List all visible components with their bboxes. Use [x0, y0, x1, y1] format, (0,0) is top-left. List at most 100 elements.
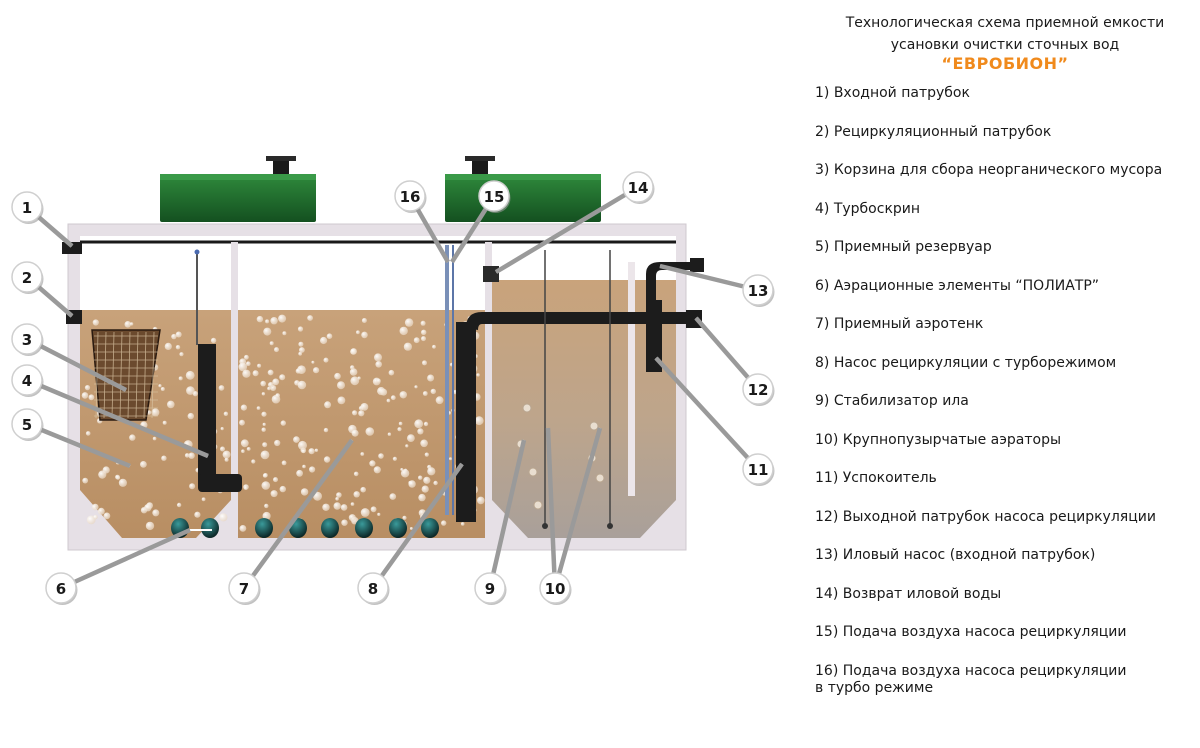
- callout-number: 12: [748, 381, 769, 399]
- legend-item: 12) Выходной патрубок насоса рециркуляци…: [815, 508, 1156, 525]
- bubble: [350, 502, 355, 506]
- callout-number: 1: [22, 199, 32, 217]
- bubble: [256, 315, 264, 323]
- leader-line: [242, 438, 354, 590]
- bubble: [81, 392, 89, 399]
- bubble: [414, 419, 424, 429]
- coarse-bubble: [522, 403, 532, 413]
- bubble: [373, 466, 381, 474]
- bubble: [124, 321, 132, 328]
- diagram-title-line-1: Технологическая схема приемной емкости: [845, 15, 1165, 31]
- legend-item: 14) Возврат иловой воды: [815, 585, 1002, 602]
- diagram-title-line-2: усановки очистки сточных вод: [890, 37, 1120, 53]
- bubble: [161, 455, 167, 461]
- bubble: [186, 386, 195, 395]
- aeration-element: [321, 518, 339, 538]
- callout-number: 7: [239, 580, 249, 598]
- recirculation-pump: [445, 245, 690, 522]
- bubble: [92, 503, 99, 511]
- bubble: [341, 519, 348, 526]
- sludge-pump: [646, 258, 704, 372]
- bubble: [350, 365, 355, 370]
- bubble: [103, 512, 111, 520]
- bubble: [84, 385, 91, 391]
- tank: [67, 223, 687, 551]
- callout-15: 15: [478, 180, 511, 213]
- bubble: [241, 449, 245, 454]
- bubble: [194, 511, 201, 518]
- bubble: [296, 469, 303, 477]
- bubble: [398, 421, 403, 426]
- callout-13: 13: [742, 274, 775, 307]
- bubble: [313, 367, 320, 374]
- bubble: [219, 513, 228, 522]
- sludge-return-fitting: [483, 266, 499, 282]
- fillet: [492, 500, 528, 538]
- bubble: [242, 369, 251, 378]
- bubble: [282, 331, 287, 336]
- bubble: [427, 467, 436, 476]
- bubble: [356, 330, 360, 335]
- bubble: [260, 450, 270, 460]
- bubble: [323, 427, 329, 433]
- bubble: [158, 384, 162, 388]
- bubble: [298, 440, 307, 450]
- bubble: [302, 464, 306, 469]
- bubble: [460, 522, 465, 526]
- bubble: [308, 448, 315, 455]
- legend-item: 13) Иловый насос (входной патрубок): [815, 547, 1096, 563]
- bubble: [357, 376, 361, 380]
- callout-number: 2: [22, 269, 32, 287]
- bubble: [389, 493, 397, 500]
- legend-item: 8) Насос рециркуляции с турборежимом: [815, 354, 1117, 371]
- bubble: [409, 527, 413, 530]
- callout-10: 10: [539, 572, 572, 605]
- bubble: [377, 387, 386, 396]
- bubble: [387, 432, 392, 436]
- callout-leaders-outline: [25, 185, 760, 591]
- bubble: [246, 361, 251, 367]
- bubble: [337, 396, 346, 405]
- legend-item: 4) Турбоскрин: [815, 200, 921, 217]
- callout-number: 9: [485, 580, 495, 598]
- bubble: [350, 348, 358, 355]
- bubble: [361, 331, 368, 339]
- bubble: [333, 502, 341, 510]
- callout-5: 5: [11, 408, 44, 441]
- bubble: [360, 452, 365, 456]
- bubble: [293, 436, 300, 443]
- bubble: [145, 521, 155, 531]
- callout-16: 16: [394, 180, 427, 213]
- bubble: [307, 315, 313, 321]
- bubble: [261, 392, 266, 396]
- aeration-element: [201, 518, 219, 538]
- callout-number: 15: [484, 188, 505, 206]
- bubble: [140, 461, 147, 468]
- callout-number: 13: [748, 282, 769, 300]
- aeration-element: [389, 518, 407, 538]
- bubble: [309, 466, 316, 473]
- bubble: [244, 486, 248, 490]
- brand-name: “ЕВРОБИОН”: [941, 54, 1069, 73]
- bubble: [295, 368, 301, 374]
- bubble: [418, 475, 423, 480]
- bubble: [360, 508, 370, 517]
- bubble: [261, 427, 266, 432]
- coarse-bubble: [589, 421, 599, 431]
- bubble: [171, 333, 177, 340]
- callout-4: 4: [11, 364, 44, 397]
- bubble: [162, 420, 167, 425]
- bubble: [420, 320, 426, 326]
- bubble: [365, 427, 375, 436]
- bubble: [274, 347, 279, 353]
- bubble: [400, 469, 410, 478]
- bubble: [175, 345, 181, 350]
- bubble: [265, 319, 270, 324]
- liquid-aerotank: [238, 310, 486, 538]
- leader-line: [552, 427, 603, 589]
- bubble: [264, 503, 269, 509]
- bubble: [279, 374, 286, 381]
- bubble: [340, 504, 348, 511]
- bubble: [85, 431, 91, 436]
